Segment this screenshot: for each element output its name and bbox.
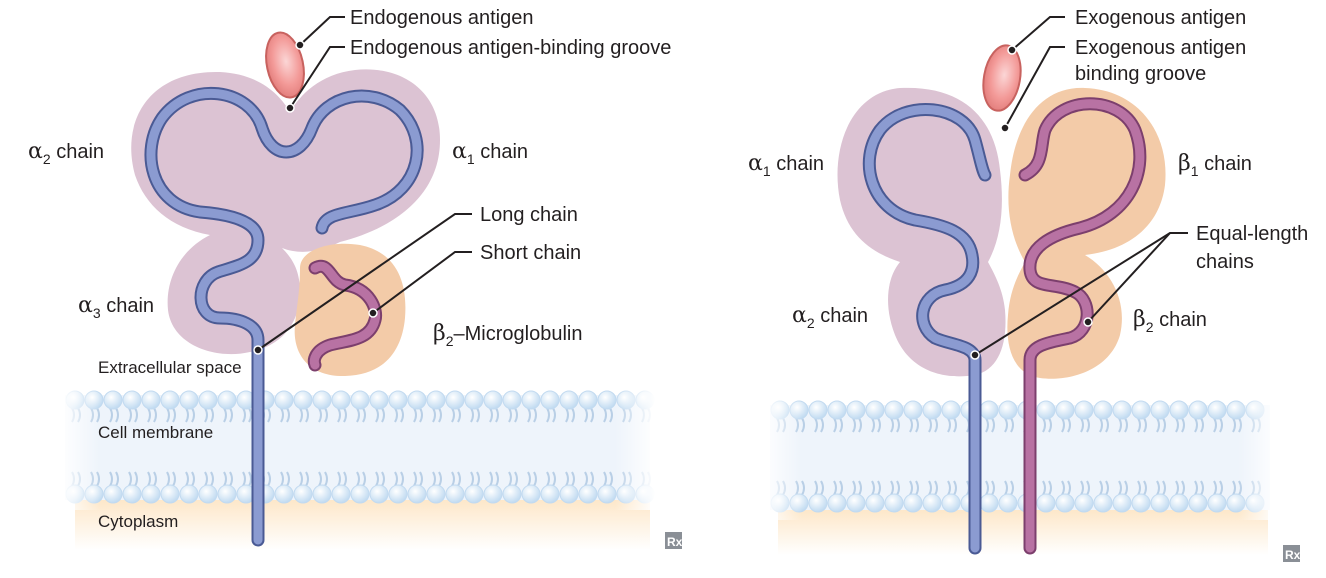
mhc1-b2m-label: β2–Microglobulin	[433, 321, 582, 349]
mhc1-antigen-label: Endogenous antigen	[350, 7, 534, 29]
svg-text:Rx: Rx	[667, 535, 683, 549]
mhc2-a2-label: α2 chain	[792, 303, 868, 331]
mhc2-alpha-chain	[862, 103, 992, 555]
mhc2-alpha-domain	[837, 87, 1006, 377]
mhc1-long-chain-label: Long chain	[480, 204, 578, 226]
mhc1-alpha-chain	[144, 86, 424, 547]
mhc2-panel: Exogenous antigen Exogenous antigen bind…	[748, 7, 1308, 562]
mhc1-groove-label: Endogenous antigen-binding groove	[350, 37, 671, 59]
mhc1-endogenous-antigen	[265, 31, 305, 99]
mhc2-cell-membrane	[762, 395, 1278, 520]
mhc2-beta-domain	[1007, 87, 1166, 379]
mhc2-equal-length-label-line1: Equal-length	[1196, 223, 1308, 245]
mhc2-beta-chain	[1018, 97, 1147, 555]
mhc1-short-chain-label: Short chain	[480, 242, 581, 264]
mhc2-equal-length-label-line2: chains	[1196, 251, 1254, 273]
mhc1-a1-label: α1 chain	[452, 139, 528, 167]
mhc2-rx-logo: Rx	[1283, 545, 1301, 562]
mhc2-leader-lines	[970, 16, 1188, 360]
extracellular-space-label: Extracellular space	[98, 358, 242, 377]
mhc1-rx-logo: Rx	[665, 532, 683, 549]
mhc2-groove-label-line2: binding groove	[1075, 63, 1206, 85]
mhc1-a3-label: α3 chain	[78, 293, 154, 321]
mhc1-cytoplasm-band	[75, 500, 650, 550]
mhc2-cytoplasm-band	[778, 510, 1268, 555]
mhc2-groove-label-line1: Exogenous antigen	[1075, 37, 1246, 59]
cytoplasm-label: Cytoplasm	[98, 512, 178, 531]
mhc1-panel: Endogenous antigen Endogenous antigen-bi…	[28, 7, 683, 550]
mhc2-exogenous-antigen	[982, 44, 1022, 112]
mhc1-a2-label: α2 chain	[28, 139, 104, 167]
mhc1-cell-membrane	[60, 385, 655, 510]
mhc2-b1-label: β1 chain	[1178, 151, 1252, 179]
cell-membrane-label: Cell membrane	[98, 423, 213, 442]
mhc1-b2m-chain	[307, 259, 383, 372]
mhc1-leader-lines	[253, 16, 472, 355]
mhc2-b2-label: β2 chain	[1133, 307, 1207, 335]
mhc2-antigen-label: Exogenous antigen	[1075, 7, 1246, 29]
svg-text:Rx: Rx	[1285, 548, 1301, 562]
mhc2-a1-label: α1 chain	[748, 151, 824, 179]
